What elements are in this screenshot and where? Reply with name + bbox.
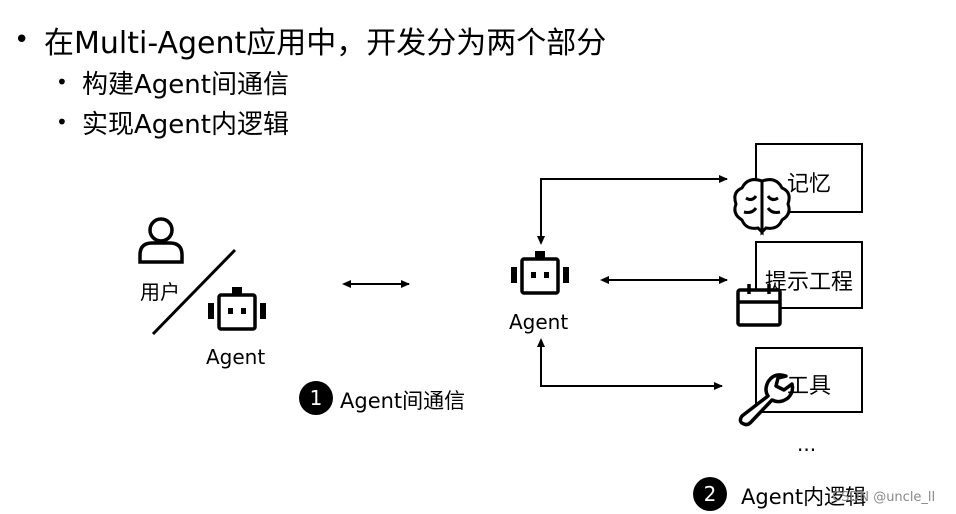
- prompt-label: 提示工程: [765, 270, 854, 295]
- bullet-sub-1: • 构建Agent间通信: [56, 62, 606, 102]
- bullet-list: • 在Multi-Agent应用中，开发分为两个部分 • 构建Agent间通信 …: [8, 18, 606, 142]
- calendar-icon: [736, 284, 782, 327]
- step-1-caption: Agent间通信: [340, 389, 466, 413]
- user-label: 用户: [140, 280, 180, 304]
- step-1-badge: 1: [299, 381, 333, 415]
- bullet-sub-1-text: 构建Agent间通信: [82, 69, 289, 100]
- left-agent-label: Agent: [206, 345, 266, 369]
- step-2-caption: Agent内逻辑: [741, 485, 867, 509]
- bullet-sub-2: • 实现Agent内逻辑: [56, 102, 606, 142]
- robot-icon: [511, 251, 569, 295]
- center-agent-label: Agent: [509, 310, 569, 334]
- bullet-sub-2-text: 实现Agent内逻辑: [82, 109, 289, 140]
- robot-icon: [208, 287, 266, 331]
- bullet-marker: •: [56, 70, 68, 94]
- bullet-marker: •: [14, 25, 30, 55]
- separator-line: [151, 248, 237, 336]
- memory-arrow: [537, 175, 728, 245]
- tools-arrow: [537, 338, 723, 390]
- step-2-badge: 2: [693, 477, 727, 511]
- watermark: CSDN @uncle_ll: [832, 490, 936, 505]
- bullet-main: • 在Multi-Agent应用中，开发分为两个部分: [8, 18, 606, 62]
- bullet-main-text: 在Multi-Agent应用中，开发分为两个部分: [44, 26, 607, 61]
- bullet-marker: •: [56, 110, 68, 134]
- more-modules-ellipsis: ...: [797, 432, 817, 456]
- wrench-icon: [738, 373, 795, 427]
- memory-label: 记忆: [787, 172, 832, 197]
- brain-icon: [733, 178, 791, 236]
- tools-label: 工具: [787, 374, 832, 399]
- user-icon: [138, 217, 184, 264]
